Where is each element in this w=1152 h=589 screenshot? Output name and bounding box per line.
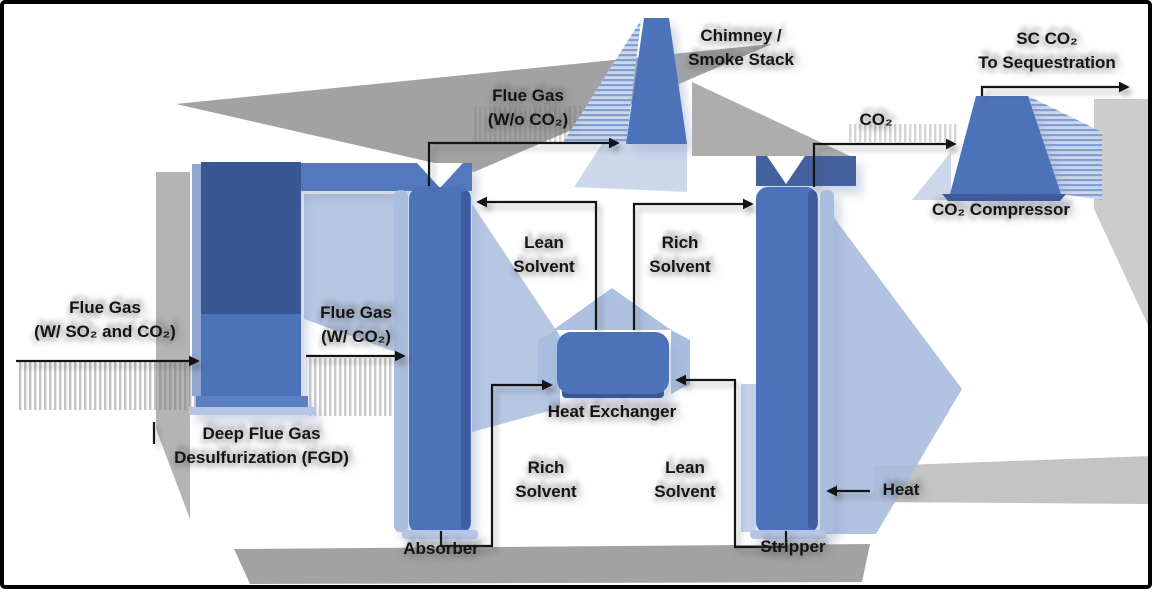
shadow-chimney-right-gray: [692, 82, 850, 156]
absorber-right-edge: [461, 191, 470, 529]
shadow-duct-wedge: [304, 194, 407, 356]
shadow-chimney-base-pale: [574, 144, 687, 192]
shadow-right-border-streak: [1094, 99, 1148, 326]
shadow-hatch-under-co2-label: [849, 124, 957, 142]
arrow-lean-to-absorber: [476, 196, 598, 330]
label-sc-co2: SC CO₂ To Sequestration: [978, 29, 1116, 72]
fgd-vessel-top: [201, 162, 301, 314]
stripper-right-band: [820, 190, 834, 532]
label-lean-solvent-upper: Lean Solvent: [513, 233, 575, 276]
label-absorber: Absorber: [403, 539, 479, 558]
shadow-chimney-hatch: [562, 20, 641, 144]
shadow-bottom-band: [234, 544, 870, 584]
arrow-co2-to-compressor: [812, 138, 957, 187]
label-rich-solvent-lower: Rich Solvent: [515, 458, 577, 501]
shadow-heat-right-band: [874, 456, 1148, 504]
co2-compressor-underside: [942, 194, 1066, 201]
label-heat-exchanger: Heat Exchanger: [547, 402, 677, 421]
label-heat: Heat: [882, 480, 920, 499]
shadow-hx-right-tab: [671, 330, 690, 394]
label-fgd: Deep Flue Gas Desulfurization (FGD): [174, 424, 349, 467]
shadow-compressor-hatch: [1028, 96, 1102, 200]
shadow-hatch-under-inlet-arrow: [19, 362, 199, 410]
diagram-graphics: [16, 18, 1148, 584]
fgd-pedestal: [196, 396, 308, 408]
shadow-hatch-under-fgd-arrow: [306, 358, 406, 416]
absorber-column: [409, 187, 471, 534]
shadow-layer: [19, 20, 1148, 584]
heat-exchanger-body: [557, 332, 669, 394]
label-flue-gas-wo-co2: Flue Gas (W/o CO₂): [487, 86, 569, 129]
shadow-stripper-left-band: [741, 384, 756, 532]
arrow-rich-to-stripper: [632, 198, 754, 330]
label-lean-solvent-lower: Lean Solvent: [654, 458, 716, 501]
label-chimney: Chimney / Smoke Stack: [688, 26, 794, 69]
fgd-left-highlight: [192, 164, 201, 396]
label-stripper: Stripper: [760, 537, 826, 556]
absorber-left-band: [394, 190, 408, 532]
arrow-absorber-to-hx: [439, 379, 553, 548]
label-flue-gas-in: Flue Gas (W/ SO₂ and CO₂): [34, 298, 176, 341]
arrow-absorber-to-chimney: [427, 137, 620, 186]
label-co2-compressor: CO₂ Compressor: [932, 200, 1070, 219]
arrow-stripper-to-hx: [675, 374, 788, 549]
arrow-scco2-out: [980, 81, 1130, 96]
chimney-stack: [626, 18, 687, 144]
fgd-pedestal-lip: [189, 407, 315, 415]
shadow-hx-pentagon: [553, 288, 671, 330]
component-layer: [189, 18, 1066, 539]
shadow-left-of-fgd: [156, 172, 190, 519]
label-flue-gas-w-co2: Flue Gas (W/ CO₂): [320, 303, 392, 346]
shadow-hx-left-tab: [538, 330, 557, 394]
stripper-right-edge: [808, 191, 817, 529]
arrow-layer: [16, 81, 1130, 549]
shadow-compressor-left-pale: [912, 152, 951, 200]
stripper-cap-notch: [767, 156, 805, 184]
stripper-bottom-lip: [750, 530, 826, 539]
co2-compressor-body: [950, 96, 1061, 194]
shadow-stripper-right-wedge: [820, 199, 962, 534]
fgd-vessel-bottom: [201, 314, 301, 396]
stripper-column: [756, 187, 818, 534]
label-rich-solvent-upper: Rich Solvent: [649, 233, 711, 276]
label-co2: CO₂: [859, 110, 893, 129]
